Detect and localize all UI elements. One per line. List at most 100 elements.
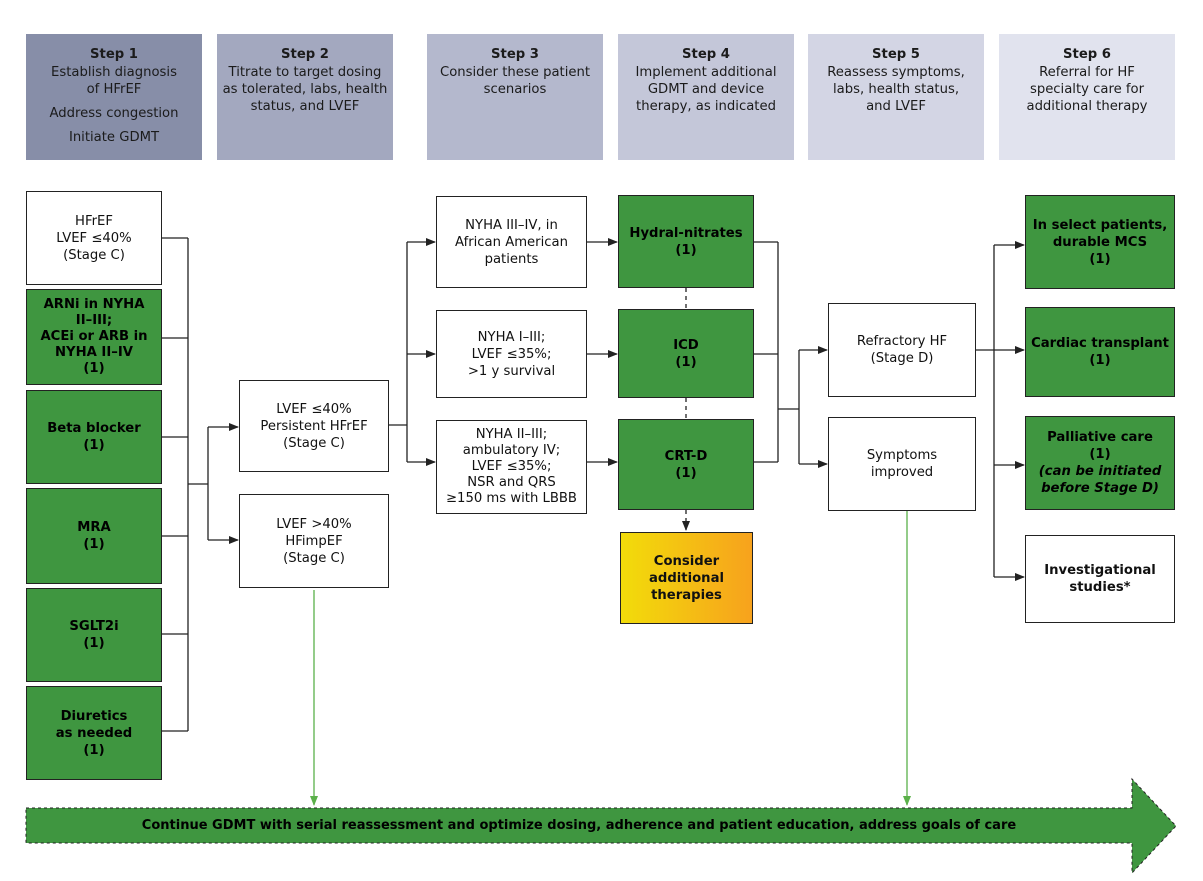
box-line: NYHA III–IV, in [465,217,558,233]
box-line: Consider [653,553,720,569]
box-line: HFrEF [75,213,113,229]
step-text: Referral for HF [1039,65,1135,80]
box-line: SGLT2i [69,619,119,634]
box-line: (Stage C) [283,435,345,451]
box-line: Palliative care [1047,430,1153,445]
step-title: Step 5 [872,47,920,62]
step-text: GDMT and device [647,82,765,97]
box-line: ACEi or ARB in [40,329,148,344]
box-line: Persistent HFrEF [260,418,368,434]
box-line: (1) [83,361,105,376]
symptoms-improved-box: Symptoms improved [828,417,976,511]
step-text: Reassess symptoms, [827,65,965,80]
box-line: Refractory HF [856,334,948,349]
hfref-stage-c-box: HFrEF LVEF ≤40% (Stage C) [26,191,162,285]
step-text: labs, health status, [832,82,960,97]
box-line: African American [455,234,568,250]
box-line: (1) [675,354,697,370]
box-line: (Stage D) [870,351,934,366]
box-line: therapies [651,587,722,603]
box-line: (1) [1089,353,1111,368]
box-line: (1) [1089,251,1111,267]
box-line: CRT-D [664,448,708,464]
box-line: NSR and QRS [467,475,556,490]
box-line: NYHA II–III; [475,427,548,442]
box-line: durable MCS [1052,234,1148,250]
box-line: >1 y survival [467,363,556,379]
nyha-icd-box: NYHA I–III; LVEF ≤35%; >1 y survival [436,310,587,398]
box-line: Symptoms [866,448,938,463]
step-text: as tolerated, labs, health [222,82,388,97]
step-text: Titrate to target dosing [228,65,382,80]
consider-additional-therapies-box: Consider additional therapies [620,532,753,624]
step-title: Step 2 [281,47,329,62]
box-line: studies* [1069,580,1131,595]
step-5-header: Step 5 Reassess symptoms, labs, health s… [808,34,984,160]
step-title: Step 4 [682,47,730,62]
box-line: Cardiac transplant [1031,336,1169,351]
box-line: (1) [675,242,697,258]
step-text: of HFrEF [86,82,142,97]
box-line: LVEF ≤40% [56,230,132,246]
box-line: (1) [83,742,105,758]
box-line: Investigational [1044,563,1156,578]
step-6-header: Step 6 Referral for HF specialty care fo… [999,34,1175,160]
step-text: Initiate GDMT [68,130,160,145]
crt-d-box: CRT-D (1) [618,419,754,510]
step-2-header: Step 2 Titrate to target dosing as toler… [217,34,393,160]
box-line: LVEF ≤40% [276,401,352,417]
palliative-care-box: Palliative care (1) (can be initiated be… [1025,416,1175,510]
step-text: Consider these patient [439,65,590,80]
step-text: therapy, as indicated [636,99,776,114]
box-line: LVEF ≤35%; [471,459,552,474]
investigational-studies-box: Investigational studies* [1025,535,1175,623]
box-line: improved [870,465,934,480]
step-title: Step 1 [90,47,138,62]
box-line: (1) [83,636,105,651]
step-text: status, and LVEF [250,99,360,114]
refractory-hf-box: Refractory HF (Stage D) [828,303,976,397]
box-line: additional [649,570,724,586]
box-line: NYHA I–III; [477,329,546,345]
box-line: NYHA II–IV [55,345,133,360]
box-line: ARNi in NYHA [43,297,145,312]
step-text: additional therapy [1026,99,1148,114]
box-line-italic: (can be initiated [1038,464,1162,479]
box-line: (1) [675,465,697,481]
box-line: Beta blocker [47,421,141,436]
step-3-header: Step 3 Consider these patient scenarios [427,34,603,160]
box-line: In select patients, [1032,217,1168,233]
box-line: HFimpEF [285,533,343,549]
step-text: scenarios [483,82,547,97]
step-1-header: Step 1 Establish diagnosis of HFrEF Addr… [26,34,202,160]
nyha-african-american-box: NYHA III–IV, in African American patient… [436,196,587,288]
step-text: specialty care for [1029,82,1145,97]
box-line: (Stage C) [63,247,125,263]
box-line-italic: before Stage D) [1041,481,1159,496]
box-line: ICD [673,337,699,353]
persistent-hfref-box: LVEF ≤40% Persistent HFrEF (Stage C) [239,380,389,472]
step-title: Step 3 [491,47,539,62]
cardiac-transplant-box: Cardiac transplant (1) [1025,307,1175,397]
step-text: Address congestion [49,106,179,121]
hydral-nitrates-box: Hydral-nitrates (1) [618,195,754,288]
sglt2i-box: SGLT2i (1) [26,588,162,682]
box-line: (1) [1089,447,1111,462]
box-line: II–III; [75,313,113,328]
box-line: (1) [83,537,105,552]
diuretics-box: Diuretics as needed (1) [26,686,162,780]
step-title: Step 6 [1063,47,1111,62]
banner-text: Continue GDMT with serial reassessment a… [141,818,1017,833]
box-line: Hydral-nitrates [629,225,743,241]
box-line: (1) [83,438,105,453]
box-line: MRA [77,520,111,535]
mra-box: MRA (1) [26,488,162,584]
step-4-header: Step 4 Implement additional GDMT and dev… [618,34,794,160]
step-text: and LVEF [866,99,926,114]
step-text: Establish diagnosis [51,65,177,80]
box-line: patients [484,251,539,267]
beta-blocker-box: Beta blocker (1) [26,390,162,484]
box-line: ambulatory IV; [462,443,561,458]
box-line: as needed [55,725,133,741]
